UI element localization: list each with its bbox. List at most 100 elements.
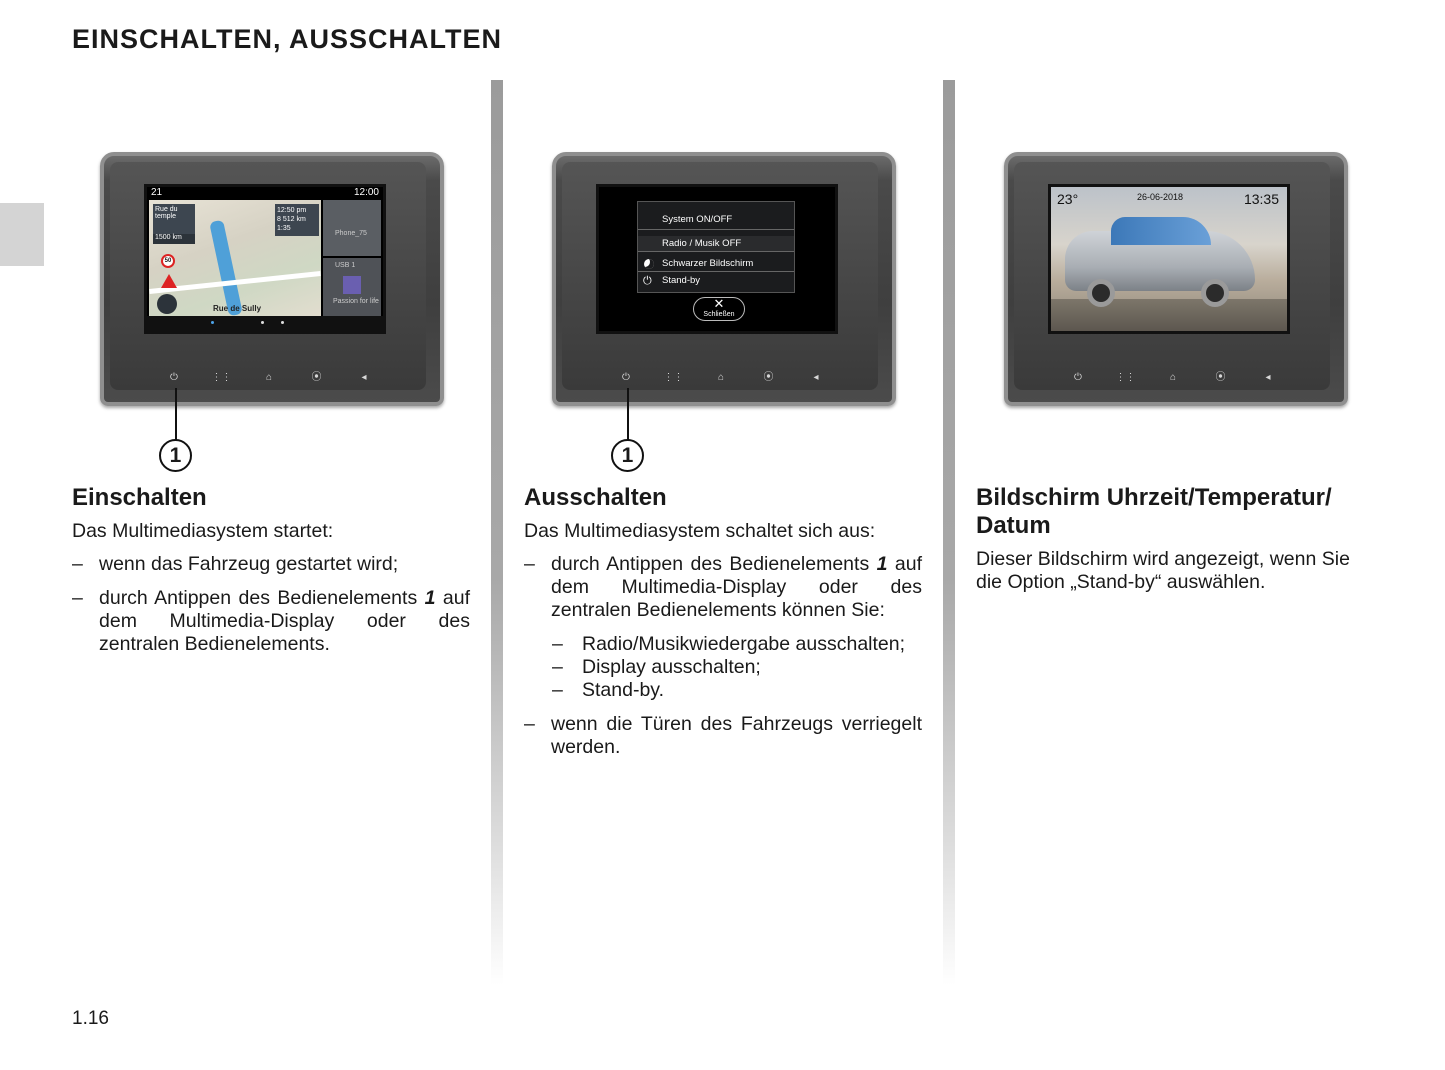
- multimedia-device-on: 21 12:00 Rue du temple 1500 km 50 12:50 …: [100, 152, 444, 406]
- route-line: [209, 219, 243, 317]
- status-clock: 12:00: [353, 187, 379, 198]
- system-onoff-menu: System ON/OFF Radio / Musik OFF Schwarze…: [637, 201, 795, 293]
- close-label: Schließen: [703, 311, 735, 318]
- device-screen: 23° 26-06-2018 13:35: [1048, 184, 1290, 334]
- sub-list-item: – Display ausschalten;: [524, 656, 922, 679]
- page-dot: [211, 321, 214, 324]
- sub-list-item: – Radio/Musikwiedergabe ausschalten;: [524, 633, 922, 656]
- section-einschalten: Einschalten Das Multimediasystem startet…: [72, 484, 470, 667]
- list-dash: –: [72, 587, 83, 609]
- hardware-button-row: ⏻ ⋮⋮ ⌂ ⦿ ◂: [164, 370, 374, 386]
- menu-item-label: Schwarzer Bildschirm: [662, 258, 754, 269]
- sub-list-text: Display ausschalten;: [582, 656, 761, 678]
- menu-title: System ON/OFF: [638, 210, 794, 230]
- voice-icon[interactable]: ⦿: [763, 372, 774, 383]
- device-screen: 21 12:00 Rue du temple 1500 km 50 12:50 …: [144, 184, 386, 334]
- eta-panel: 12:50 pm 8 512 km 1:35: [275, 204, 319, 236]
- apps-icon[interactable]: ⋮⋮: [211, 372, 232, 383]
- phone-widget[interactable]: Phone_75: [323, 200, 381, 256]
- device-screen: System ON/OFF Radio / Musik OFF Schwarze…: [596, 184, 838, 334]
- page-number: 1.16: [72, 1008, 109, 1029]
- usb-label: USB 1: [335, 262, 356, 269]
- media-widget[interactable]: USB 1 Passion for life: [323, 258, 381, 316]
- power-icon: ⏻: [643, 275, 652, 287]
- section-ausschalten: Ausschalten Das Multimediasystem schalte…: [524, 484, 922, 770]
- album-art-icon: [343, 276, 361, 294]
- column-divider: [491, 80, 503, 985]
- list-item: – wenn das Fahrzeug gestartet wird;: [72, 553, 470, 576]
- section-heading: Ausschalten: [524, 484, 667, 511]
- power-icon[interactable]: ⏻: [1074, 372, 1082, 383]
- turn-instruction: Rue du temple: [153, 204, 195, 234]
- voice-icon[interactable]: ⦿: [1215, 372, 1226, 383]
- chapter-side-tab: [0, 203, 44, 266]
- eta-distance: 8 512 km: [277, 216, 306, 223]
- volume-icon[interactable]: ◂: [1265, 372, 1271, 383]
- navigation-map[interactable]: Rue du temple 1500 km 50 12:50 pm 8 512 …: [149, 200, 321, 317]
- volume-icon[interactable]: ◂: [813, 372, 819, 383]
- hardware-button-row: ⏻ ⋮⋮ ⌂ ⦿ ◂: [1068, 370, 1278, 386]
- list-dash: –: [552, 656, 563, 678]
- eta-time: 12:50 pm: [277, 207, 307, 214]
- track-title: Passion for life: [333, 298, 379, 305]
- home-icon[interactable]: ⌂: [1169, 372, 1177, 383]
- menu-item-label: Stand-by: [662, 275, 701, 286]
- standby-temperature: 23°: [1057, 191, 1079, 207]
- home-icon[interactable]: ⌂: [265, 372, 273, 383]
- list-item-text: wenn das Fahrzeug gestartet wird;: [99, 553, 399, 575]
- list-item-text: durch Antippen des Bedienelements: [551, 553, 870, 575]
- road-image: [1051, 299, 1287, 331]
- sub-list: – Radio/Musikwiedergabe ausschalten; – D…: [524, 633, 922, 702]
- multimedia-device-standby: 23° 26-06-2018 13:35 ⏻ ⋮⋮ ⌂ ⦿ ◂: [1004, 152, 1348, 406]
- compass-icon[interactable]: [157, 294, 177, 314]
- car-wheel-image: [1201, 279, 1229, 307]
- menu-item-standby[interactable]: ⏻ Stand-by: [638, 273, 794, 289]
- callout-line: [175, 388, 177, 440]
- sub-list-text: Stand-by.: [582, 679, 665, 701]
- list-item-text: durch Antippen des Bedienelements: [99, 587, 418, 609]
- list-dash: –: [72, 553, 83, 575]
- menu-item-radio-off[interactable]: Radio / Musik OFF: [638, 236, 794, 252]
- section-heading: Bildschirm Uhrzeit/Temperatur/ Datum: [976, 484, 1332, 539]
- list-item: – durch Antippen des Bedienelements 1 au…: [524, 553, 922, 622]
- list-dash: –: [524, 713, 535, 735]
- list-item-text: wenn die Türen des Fahrzeugs verriegelt …: [551, 713, 922, 758]
- home-icon[interactable]: ⌂: [717, 372, 725, 383]
- close-button[interactable]: ✕ Schließen: [693, 297, 745, 321]
- callout-number: 1: [159, 439, 192, 472]
- column-divider: [943, 80, 955, 985]
- menu-item-black-screen[interactable]: Schwarzer Bildschirm: [638, 256, 794, 272]
- power-icon[interactable]: ⏻: [170, 372, 178, 383]
- volume-icon[interactable]: ◂: [361, 372, 367, 383]
- voice-icon[interactable]: ⦿: [311, 372, 322, 383]
- sub-list-text: Radio/Musikwiedergabe ausschalten;: [582, 633, 906, 655]
- callout-line: [627, 388, 629, 440]
- power-icon[interactable]: ⏻: [622, 372, 630, 383]
- close-icon: ✕: [713, 296, 725, 311]
- page-dot: [281, 321, 284, 324]
- apps-icon[interactable]: ⋮⋮: [663, 372, 684, 383]
- status-bar: 21 12:00: [147, 187, 383, 200]
- multimedia-device-off: System ON/OFF Radio / Musik OFF Schwarze…: [552, 152, 896, 406]
- list-item-text: auf dem Multimedia-Display oder des zent…: [99, 587, 471, 655]
- section-intro: Das Multimediasystem startet:: [72, 520, 334, 542]
- standby-date: 26-06-2018: [1137, 192, 1184, 202]
- car-roof-image: [1111, 217, 1211, 245]
- list-dash: –: [524, 553, 535, 575]
- control-reference: 1: [876, 553, 888, 575]
- apps-icon[interactable]: ⋮⋮: [1115, 372, 1136, 383]
- eta-duration: 1:35: [277, 225, 291, 232]
- list-item: – durch Antippen des Bedienelements 1 au…: [72, 587, 470, 656]
- sub-list-item: – Stand-by.: [524, 679, 922, 702]
- list-item: – wenn die Türen des Fahrzeugs verriegel…: [524, 713, 922, 759]
- page-dot: [261, 321, 264, 324]
- list-item-text: auf dem Multimedia-Display oder des zent…: [551, 553, 923, 621]
- page-title: EINSCHALTEN, AUSSCHALTEN: [72, 24, 503, 54]
- list-dash: –: [552, 633, 563, 655]
- turn-distance: 1500 km: [153, 234, 195, 244]
- status-temperature: 21: [151, 187, 163, 198]
- screen-bottom-bar: [147, 316, 383, 331]
- speed-limit-sign: 50: [161, 254, 175, 268]
- warning-icon: [161, 274, 177, 288]
- control-reference: 1: [424, 587, 436, 609]
